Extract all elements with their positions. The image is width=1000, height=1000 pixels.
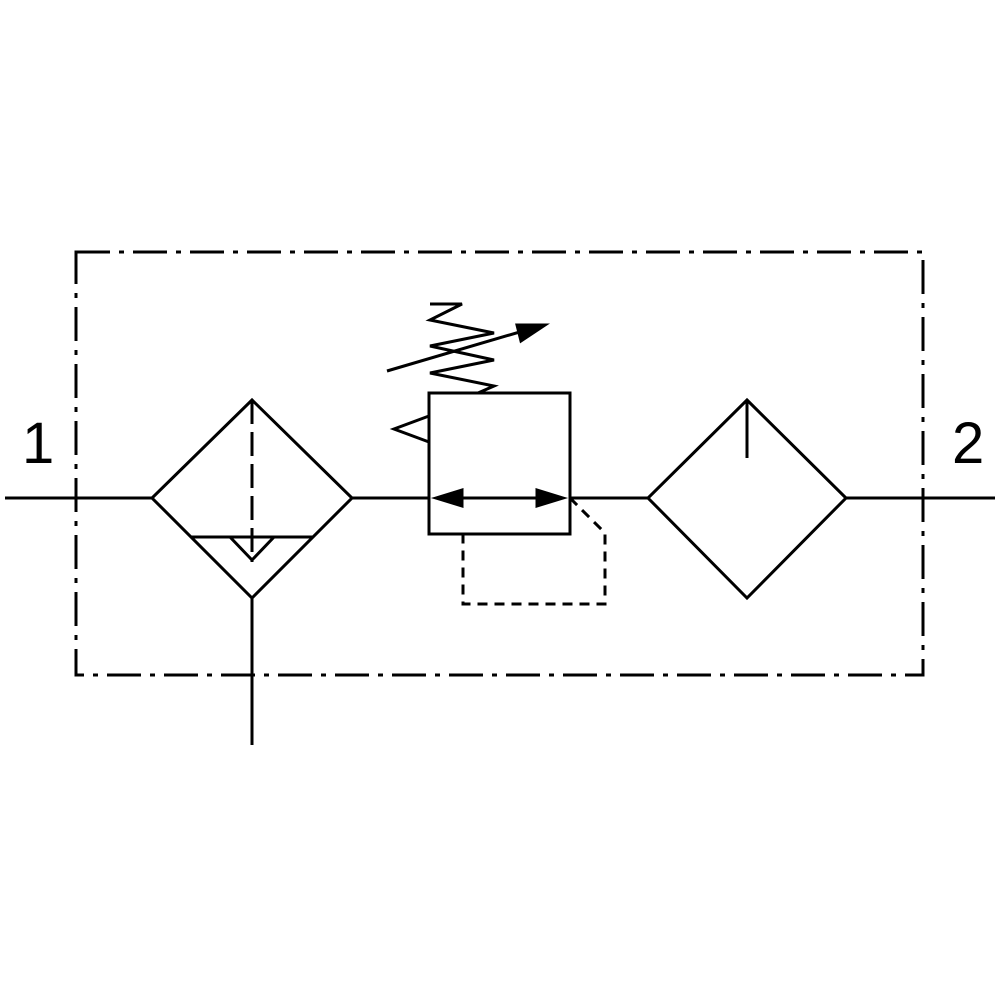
lubricator-symbol	[645, 397, 849, 601]
unit-enclosure	[74, 250, 925, 677]
regulator-symbol	[386, 302, 607, 606]
filter-symbol	[149, 397, 355, 745]
inlet-port-label: 1	[22, 411, 55, 476]
outlet-port-label: 2	[952, 411, 985, 476]
